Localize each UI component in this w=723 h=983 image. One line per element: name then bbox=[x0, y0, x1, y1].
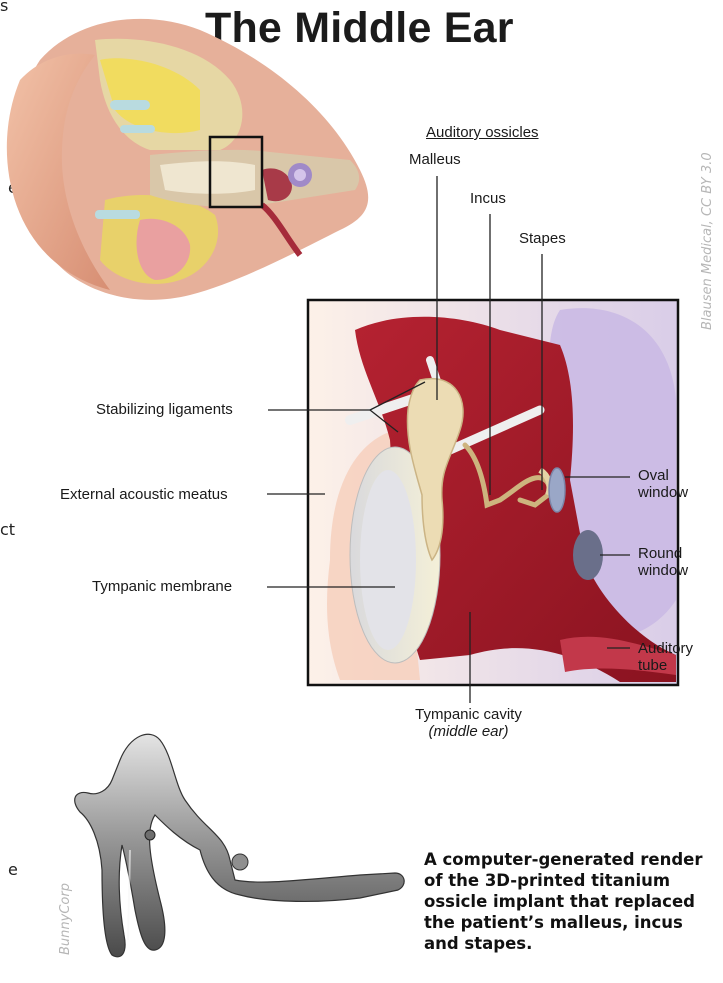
implant-caption: A computer-generated render of the 3D-pr… bbox=[424, 849, 719, 954]
label-oval-window: Oval window bbox=[638, 467, 688, 501]
label-tympanic-membrane: Tympanic membrane bbox=[92, 578, 232, 595]
label-external-acoustic-meatus: External acoustic meatus bbox=[60, 486, 228, 503]
image-credit-blausen: Blausen Medical, CC BY 3.0 bbox=[700, 152, 715, 330]
ossicle-implant-render bbox=[75, 734, 404, 957]
label-auditory-tube: Auditory tube bbox=[638, 640, 693, 674]
inset-diagram bbox=[308, 300, 678, 685]
label-tympanic-cavity: Tympanic cavity (middle ear) bbox=[401, 706, 536, 740]
label-round-window: Round window bbox=[638, 545, 688, 579]
image-credit-bunnycorp: BunnyCorp bbox=[58, 883, 73, 955]
label-incus: Incus bbox=[470, 190, 506, 207]
ear-cross-section bbox=[7, 19, 368, 300]
label-stapes: Stapes bbox=[519, 230, 566, 247]
label-malleus: Malleus bbox=[409, 151, 461, 168]
label-stabilizing-ligaments: Stabilizing ligaments bbox=[96, 401, 233, 418]
label-auditory-ossicles: Auditory ossicles bbox=[426, 124, 539, 141]
